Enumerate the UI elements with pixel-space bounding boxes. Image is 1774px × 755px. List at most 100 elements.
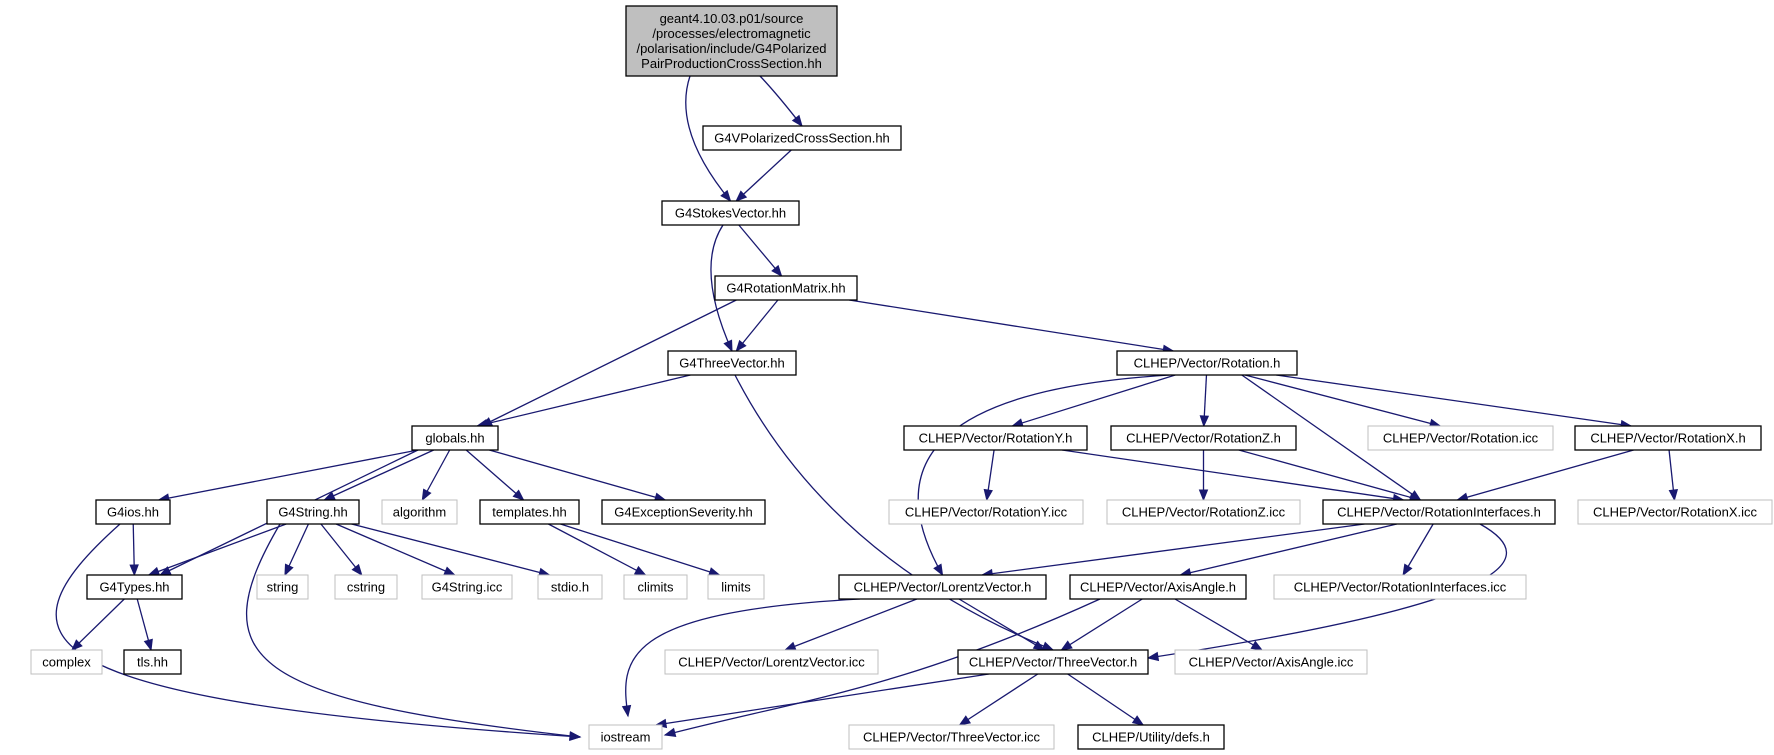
edge-rotz-to-rotzic-arrowhead <box>1198 489 1209 502</box>
node-rotintic: CLHEP/Vector/RotationInterfaces.icc <box>1273 574 1527 600</box>
edge-stokes-to-rotm <box>738 224 783 277</box>
node-rotzic-box <box>1106 499 1301 525</box>
node-limits-label: limits <box>721 580 751 595</box>
node-rotm[interactable]: G4RotationMatrix.hh <box>714 275 858 301</box>
node-lorentz-label: CLHEP/Vector/LorentzVector.h <box>854 580 1032 595</box>
edge-axis-to-iostream-arrowhead <box>663 727 677 737</box>
node-rotint-label: CLHEP/Vector/RotationInterfaces.h <box>1337 505 1541 520</box>
node-algorithm: algorithm <box>381 499 458 525</box>
node-rotyic-label: CLHEP/Vector/RotationY.icc <box>905 505 1068 520</box>
node-root[interactable]: geant4.10.03.p01/source/processes/electr… <box>625 5 838 77</box>
node-rotintic-box <box>1273 574 1527 600</box>
node-stokes-box <box>661 200 800 226</box>
node-three[interactable]: G4ThreeVector.hh <box>667 350 797 376</box>
edge-root-to-stokes-arrowhead <box>720 189 732 203</box>
node-roty[interactable]: CLHEP/Vector/RotationY.h <box>903 425 1088 451</box>
edge-g4string-to-g4stricc <box>335 523 455 576</box>
edge-rotm-to-clrot <box>849 299 1174 352</box>
edge-rotint-to-rotintic-arrowhead <box>1402 563 1413 577</box>
edge-clrot-to-rotz-arrowhead <box>1199 415 1210 428</box>
node-clrot[interactable]: CLHEP/Vector/Rotation.h <box>1116 350 1298 376</box>
edge-rotz-to-rotint <box>1238 449 1421 501</box>
edge-pcs-to-stokes-arrowhead <box>735 190 748 202</box>
edge-axis-to-clthree-arrowhead <box>1060 640 1073 651</box>
node-climits-box <box>623 574 688 600</box>
edge-axis-to-axisic-arrowhead <box>1250 640 1264 651</box>
node-templates[interactable]: templates.hh <box>479 499 580 525</box>
node-rotint[interactable]: CLHEP/Vector/RotationInterfaces.h <box>1322 499 1556 525</box>
node-rotz[interactable]: CLHEP/Vector/RotationZ.h <box>1110 425 1297 451</box>
node-lorentzic-label: CLHEP/Vector/LorentzVector.icc <box>678 655 865 670</box>
node-rotx[interactable]: CLHEP/Vector/RotationX.h <box>1574 425 1762 451</box>
node-rotxic: CLHEP/Vector/RotationX.icc <box>1577 499 1773 525</box>
node-excsev[interactable]: G4ExceptionSeverity.hh <box>601 499 766 525</box>
node-g4ios[interactable]: G4ios.hh <box>95 499 171 525</box>
edge-lorentz-to-lorentzic-arrowhead <box>783 641 797 651</box>
node-rotm-label: G4RotationMatrix.hh <box>726 281 845 296</box>
node-g4stricc-box <box>421 574 513 600</box>
edges-layer <box>55 75 1679 742</box>
edge-clrot-to-lorentz-arrowhead <box>933 563 944 577</box>
node-root-label: PairProductionCrossSection.hh <box>641 56 822 71</box>
node-g4ios-box <box>95 499 171 525</box>
node-pcs-box <box>702 125 902 151</box>
edge-clrot-to-rotic <box>1244 374 1441 427</box>
node-lorentzic: CLHEP/Vector/LorentzVector.icc <box>664 649 879 675</box>
node-rotxic-label: CLHEP/Vector/RotationX.icc <box>1593 505 1758 520</box>
node-lorentz[interactable]: CLHEP/Vector/LorentzVector.h <box>838 574 1047 600</box>
edge-g4ios-to-iostream <box>55 523 581 738</box>
edge-g4types-to-tls-arrowhead <box>143 638 153 652</box>
node-g4types[interactable]: G4Types.hh <box>86 574 183 600</box>
edge-stokes-to-three-arrowhead <box>723 339 733 353</box>
edge-globals-to-excsev <box>489 449 666 501</box>
node-rotintic-label: CLHEP/Vector/RotationInterfaces.icc <box>1294 580 1507 595</box>
node-g4string-box <box>266 499 360 525</box>
node-stdio: stdio.h <box>537 574 603 600</box>
node-stokes-label: G4StokesVector.hh <box>675 206 786 221</box>
node-axis[interactable]: CLHEP/Vector/AxisAngle.h <box>1069 574 1247 600</box>
node-tls[interactable]: tls.hh <box>123 649 182 675</box>
node-defs[interactable]: CLHEP/Utility/defs.h <box>1077 724 1225 750</box>
node-pcs[interactable]: G4VPolarizedCrossSection.hh <box>702 125 902 151</box>
node-clthreeic-label: CLHEP/Vector/ThreeVector.icc <box>863 730 1041 745</box>
node-globals-box <box>411 425 499 451</box>
edge-g4string-to-g4stricc-arrowhead <box>443 566 456 576</box>
node-clthree[interactable]: CLHEP/Vector/ThreeVector.h <box>957 649 1149 675</box>
edge-g4string-to-stdio <box>351 523 550 576</box>
node-axisic-box <box>1174 649 1368 675</box>
node-rotint-box <box>1322 499 1556 525</box>
edge-pcs-to-stokes <box>735 149 792 202</box>
node-globals[interactable]: globals.hh <box>411 425 499 451</box>
node-g4string[interactable]: G4String.hh <box>266 499 360 525</box>
edge-rotm-to-globals <box>481 299 737 427</box>
edge-g4string-to-cstring <box>320 523 363 576</box>
node-rotic-label: CLHEP/Vector/Rotation.icc <box>1383 431 1539 446</box>
node-roty-box <box>903 425 1088 451</box>
node-rotzic-label: CLHEP/Vector/RotationZ.icc <box>1122 505 1286 520</box>
node-complex: complex <box>30 649 103 675</box>
node-string-label: string <box>267 580 299 595</box>
node-globals-label: globals.hh <box>425 431 484 446</box>
node-lorentzic-box <box>664 649 879 675</box>
node-rotm-box <box>714 275 858 301</box>
edge-clthree-to-iostream <box>655 673 989 726</box>
edge-stokes-to-three <box>710 224 733 352</box>
edge-root-to-stokes <box>685 75 732 202</box>
node-rotz-box <box>1110 425 1297 451</box>
edge-g4types-to-complex-arrowhead <box>70 639 83 651</box>
edge-clthree-to-clthreeic <box>959 673 1039 726</box>
node-rotx-box <box>1574 425 1762 451</box>
node-templates-box <box>479 499 580 525</box>
edge-clrot-to-lorentz <box>917 374 1171 576</box>
node-limits-box <box>707 574 765 600</box>
node-clthreeic-box <box>848 724 1055 750</box>
node-root-label: /polarisation/include/G4Polarized <box>636 41 826 56</box>
node-algorithm-box <box>381 499 458 525</box>
node-stokes[interactable]: G4StokesVector.hh <box>661 200 800 226</box>
node-three-label: G4ThreeVector.hh <box>679 356 785 371</box>
node-g4types-label: G4Types.hh <box>99 580 169 595</box>
edge-g4string-to-string-arrowhead <box>284 563 294 577</box>
edge-clthree-to-defs <box>1067 673 1144 726</box>
edge-three-to-globals <box>477 374 691 427</box>
